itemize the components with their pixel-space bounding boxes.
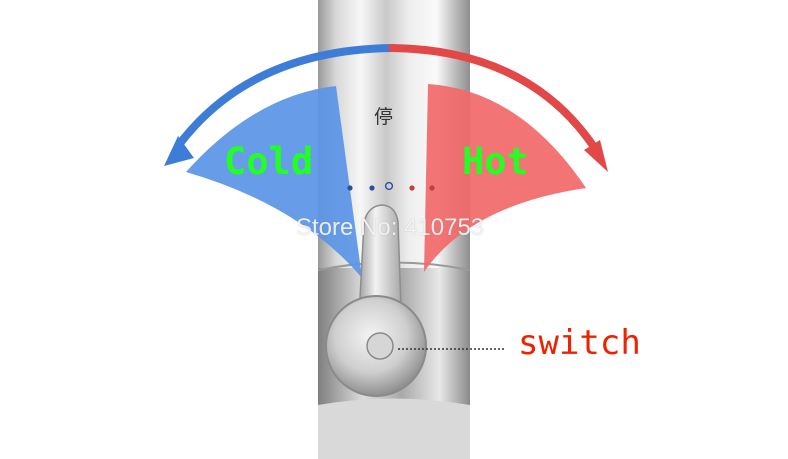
temperature-indicator-dots bbox=[347, 181, 435, 191]
water-drop-icon bbox=[347, 185, 353, 191]
arrow-curved-right-icon bbox=[388, 44, 600, 154]
cold-label: Cold bbox=[224, 140, 314, 183]
hot-arrow bbox=[388, 44, 608, 172]
arrow-head-left-icon bbox=[164, 136, 194, 166]
water-drop-icon bbox=[409, 185, 415, 191]
switch-label: switch bbox=[518, 323, 641, 363]
store-watermark: Store No: 410753 bbox=[296, 214, 485, 241]
arrow-head-right-icon bbox=[584, 140, 608, 172]
stop-label: 停 bbox=[374, 106, 394, 128]
lever-pivot bbox=[366, 332, 394, 360]
center-mark-icon bbox=[384, 181, 394, 191]
cold-zone-fan bbox=[186, 86, 362, 278]
cold-arrow bbox=[164, 44, 396, 166]
arrow-curved-left-icon bbox=[174, 44, 396, 150]
water-drop-icon bbox=[429, 185, 435, 191]
faucet-lever-icon bbox=[325, 204, 427, 397]
water-drop-icon bbox=[369, 185, 375, 191]
faucet-base bbox=[318, 398, 470, 459]
hot-zone-fan bbox=[424, 84, 586, 272]
hot-label: Hot bbox=[462, 140, 529, 183]
